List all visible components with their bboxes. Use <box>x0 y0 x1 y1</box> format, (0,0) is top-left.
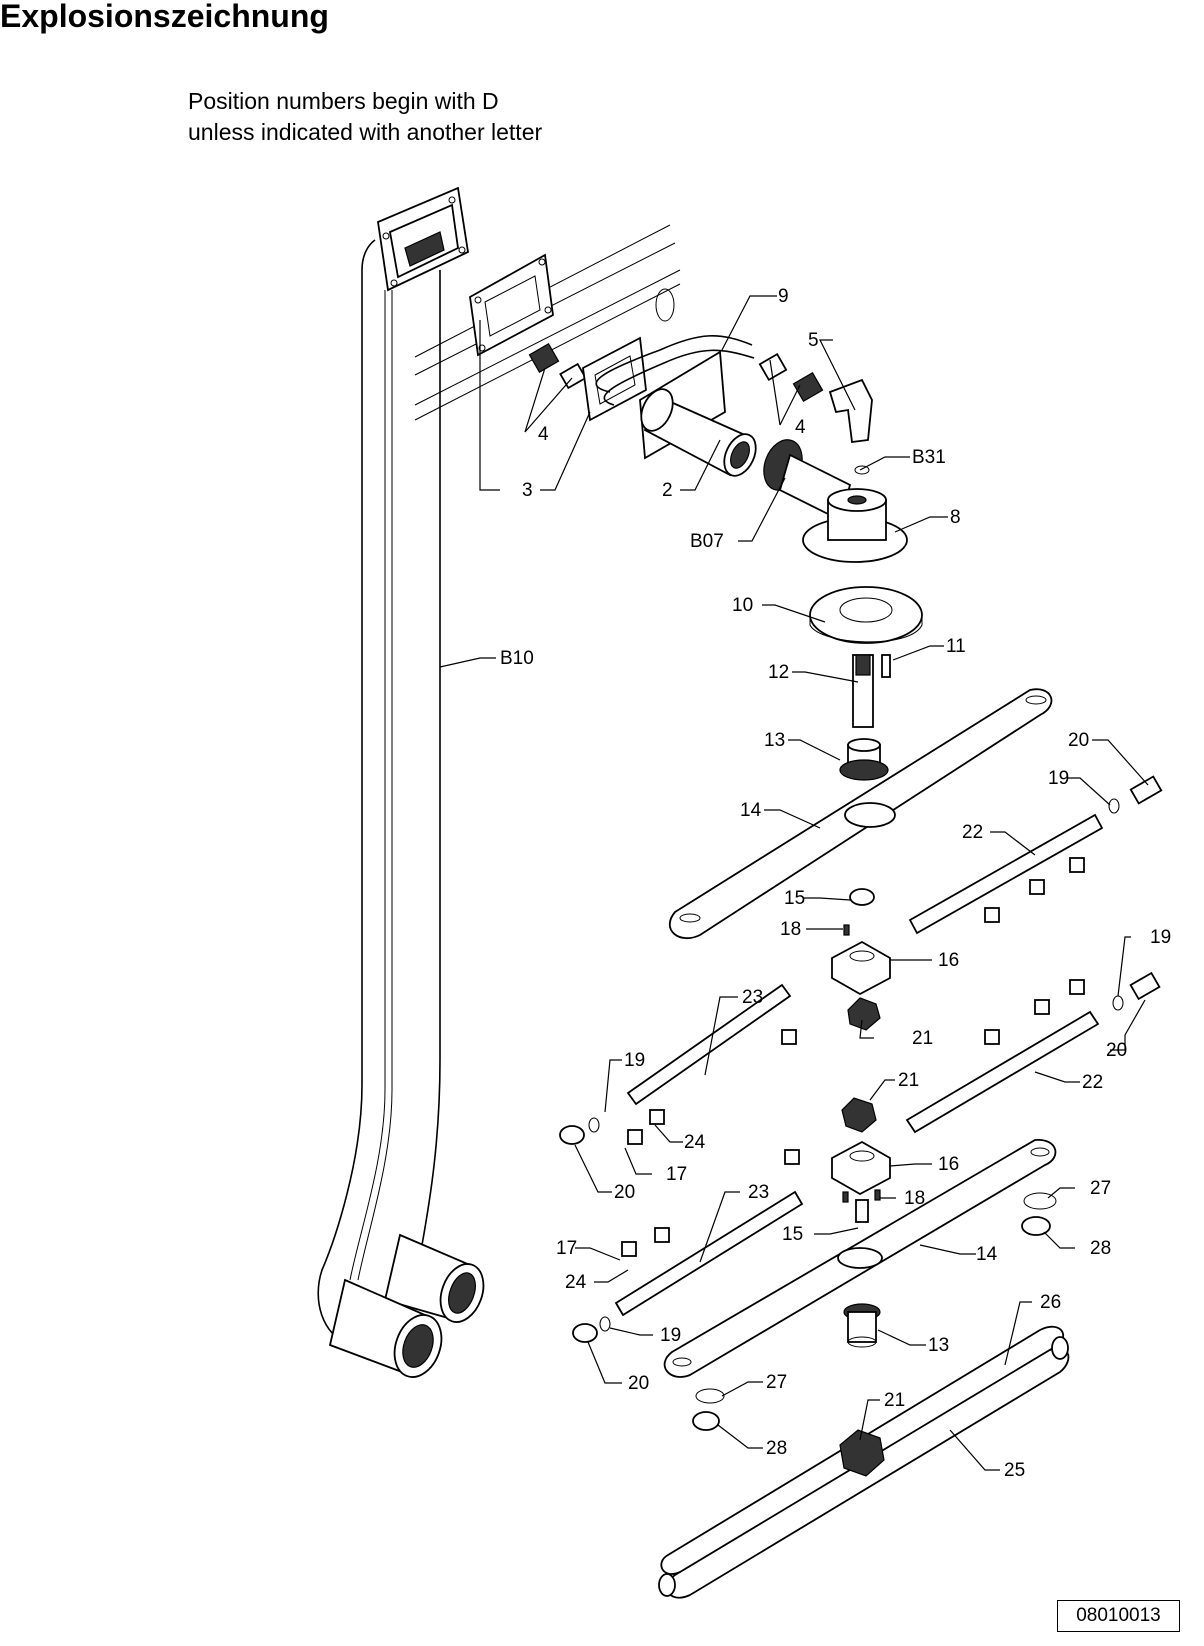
callout-19-top-right: 19 <box>1048 768 1069 789</box>
callout-20-top-right: 20 <box>1068 730 1089 751</box>
callout-19-right: 19 <box>1150 927 1171 948</box>
shaft-12-and-screw-11 <box>852 654 891 728</box>
hub-8-assembly <box>763 439 908 563</box>
tube-22-upper <box>908 813 1104 935</box>
leader-lines <box>439 295 1149 1471</box>
callout-5: 5 <box>808 330 819 351</box>
callout-14-top: 14 <box>740 800 762 821</box>
callout-4-left: 4 <box>538 424 549 445</box>
position-note: Position numbers begin with D unless ind… <box>188 86 542 148</box>
hub-block-16-upper <box>831 888 891 1031</box>
callout-28-right: 28 <box>1090 1238 1111 1259</box>
note-line-1: Position numbers begin with D <box>188 88 499 114</box>
gasket-3 <box>469 253 554 357</box>
callout-20-left-upper: 20 <box>614 1182 635 1203</box>
callout-28-left: 28 <box>766 1438 787 1459</box>
spray-arm-14-top <box>668 688 1053 940</box>
fittings-4-right-and-elbow-5 <box>758 352 873 444</box>
callout-16-top: 16 <box>938 950 959 971</box>
callout-18-top: 18 <box>780 919 801 940</box>
callout-19-left-upper: 19 <box>624 1050 645 1071</box>
page-title: Explosionszeichnung <box>0 0 329 34</box>
callout-17-upper: 17 <box>666 1164 687 1185</box>
bearing-13-top <box>839 738 889 781</box>
callout-20-left-lower: 20 <box>628 1373 649 1394</box>
callout-26: 26 <box>1040 1292 1061 1313</box>
callout-9: 9 <box>778 286 789 307</box>
rings-27-28-right <box>1021 1192 1057 1236</box>
nozzle-20-left-upper <box>559 1117 600 1145</box>
hose-9 <box>595 335 755 406</box>
callout-27-right: 27 <box>1090 1178 1111 1199</box>
callout-27-left: 27 <box>766 1372 787 1393</box>
callout-21-bottom: 21 <box>884 1390 905 1411</box>
tube-22-lower <box>905 979 1100 1134</box>
fittings-4-left <box>528 343 587 390</box>
callout-3: 3 <box>522 480 533 501</box>
callout-8: 8 <box>950 507 961 528</box>
callout-b10: B10 <box>500 648 534 669</box>
callout-4-right: 4 <box>795 417 806 438</box>
callout-22-lower: 22 <box>1082 1072 1103 1093</box>
tube-23-upper <box>626 983 797 1145</box>
callout-13-lower: 13 <box>928 1335 949 1356</box>
callout-17-lower: 17 <box>556 1238 577 1259</box>
note-line-2: unless indicated with another letter <box>188 119 543 145</box>
callout-15-lower: 15 <box>782 1224 803 1245</box>
callout-22-upper: 22 <box>962 822 983 843</box>
callout-23-upper: 23 <box>742 987 763 1008</box>
callout-25: 25 <box>1004 1460 1025 1481</box>
callout-b07: B07 <box>690 531 724 552</box>
tube-23-lower <box>614 1149 804 1317</box>
callout-10: 10 <box>732 595 753 616</box>
callout-b31: B31 <box>912 447 946 468</box>
callout-12: 12 <box>768 662 789 683</box>
bearing-13-lower <box>843 1303 881 1348</box>
nozzle-20-top-right <box>1108 775 1163 814</box>
nozzle-20-right <box>1112 971 1161 1011</box>
callout-21-mid: 21 <box>898 1070 919 1091</box>
callout-2: 2 <box>662 480 673 501</box>
callout-18-lower: 18 <box>904 1188 925 1209</box>
hub-block-16-lower <box>831 1097 891 1223</box>
callout-24-lower: 24 <box>565 1272 587 1293</box>
spray-arm-14-lower <box>663 1139 1057 1378</box>
document-number-box: 08010013 <box>1057 1600 1180 1632</box>
callout-13-top: 13 <box>764 730 785 751</box>
callout-14-lower: 14 <box>976 1244 998 1265</box>
pipe-2-assembly <box>582 336 757 477</box>
callout-labels: 9 5 4 4 3 2 B31 B07 8 10 B10 11 12 13 20… <box>500 286 1171 1481</box>
callout-24-upper: 24 <box>684 1132 706 1153</box>
callout-21-top: 21 <box>912 1028 933 1049</box>
callout-19-left-lower: 19 <box>660 1325 681 1346</box>
callout-23-lower: 23 <box>748 1182 769 1203</box>
callout-16-lower: 16 <box>938 1154 959 1175</box>
gasket-10 <box>809 586 923 644</box>
callout-11: 11 <box>946 636 966 657</box>
callout-20-right: 20 <box>1106 1040 1127 1061</box>
spray-arm-25 <box>658 1325 1070 1599</box>
rings-27-28-left <box>692 1388 725 1431</box>
callout-15-top: 15 <box>784 888 805 909</box>
pipe-b10 <box>317 186 485 1378</box>
nozzle-20-left-lower <box>572 1316 611 1343</box>
